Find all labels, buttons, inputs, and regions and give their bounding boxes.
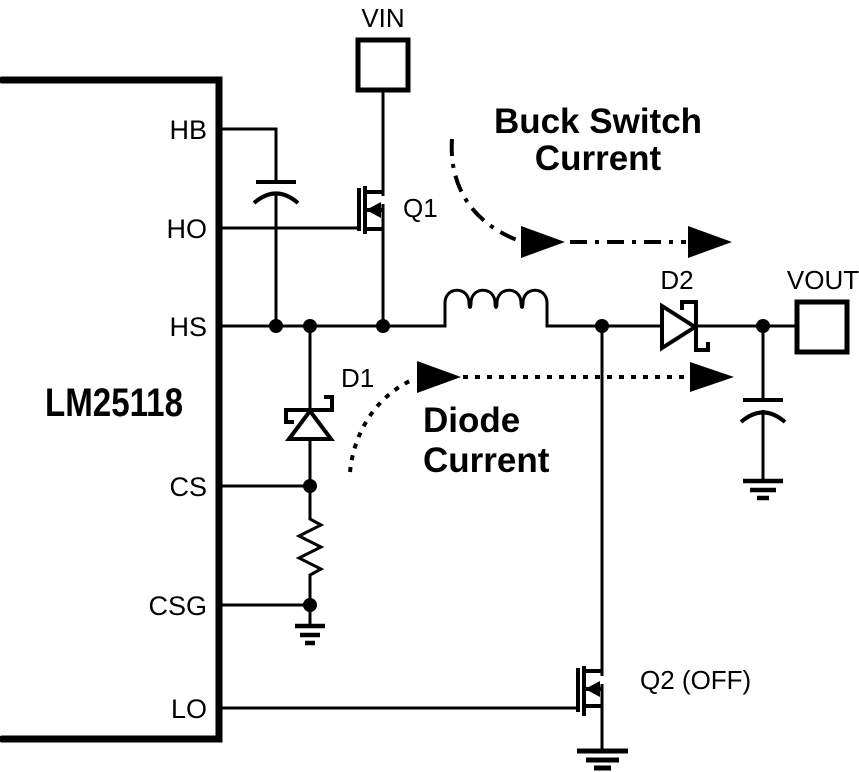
- junction-dot: [756, 319, 770, 333]
- diode-current-caption-line1: Diode: [423, 401, 520, 440]
- buck-current-arrowhead-icon: [521, 226, 565, 258]
- diode-current-curve: [348, 377, 415, 473]
- pin-label-cs: CS: [169, 472, 207, 502]
- junction-dot: [303, 598, 317, 612]
- bootstrap-capacitor: [252, 180, 300, 205]
- junction-dot: [376, 319, 390, 333]
- vout-label: VOUT: [787, 265, 859, 295]
- hs-wire-with-inductor: [219, 288, 797, 328]
- junction-dot: [303, 319, 317, 333]
- d1-diode: [284, 395, 335, 441]
- q2-mosfet: [576, 666, 602, 716]
- ic-name-label: LM25118: [45, 381, 183, 425]
- vin-label: VIN: [361, 3, 404, 33]
- junction-dot: [303, 479, 317, 493]
- d2-triangle: [660, 302, 699, 352]
- q2-ground-icon: [577, 748, 628, 771]
- csg-ground-icon: [295, 623, 325, 646]
- bootstrap-cap-curved-plate: [252, 191, 300, 205]
- d2-diode: [660, 300, 710, 352]
- diode-current-arrowhead-icon: [690, 362, 734, 392]
- buck-current-caption-line2: Current: [535, 139, 662, 178]
- buck-current-arrowhead-icon: [688, 226, 732, 258]
- junction-dot: [269, 319, 283, 333]
- wires: [219, 90, 797, 751]
- diode-current-arrow: [348, 361, 734, 473]
- hb-wire: [219, 127, 278, 182]
- pin-label-hs: HS: [169, 312, 207, 342]
- pin-label-lo: LO: [171, 694, 207, 724]
- q1-body-arrow-icon: [366, 202, 381, 218]
- buck-current-caption-line1: Buck Switch: [494, 102, 702, 141]
- ic-outline: [0, 76, 223, 743]
- buck-current-curve: [449, 138, 518, 242]
- junction-dots: [269, 319, 770, 612]
- pin-label-hb: HB: [169, 115, 207, 145]
- vin-terminal: [355, 37, 411, 93]
- output-cap-ground-icon: [743, 478, 783, 501]
- sense-resistor: [295, 486, 325, 605]
- vout-terminal: [794, 299, 850, 355]
- output-cap-curved-plate: [739, 410, 787, 424]
- d2-cathode-bar: [680, 300, 710, 352]
- output-capacitor: [739, 398, 787, 424]
- ic-block: [0, 76, 223, 743]
- d2-label: D2: [660, 265, 693, 295]
- q1-mosfet: [357, 186, 383, 234]
- q2-label: Q2 (OFF): [640, 665, 751, 695]
- d1-cathode-bar: [284, 395, 334, 424]
- d1-triangle: [285, 407, 335, 441]
- d1-label: D1: [341, 363, 374, 393]
- pin-label-ho: HO: [167, 214, 208, 244]
- diode-current-caption-line2: Current: [423, 441, 550, 480]
- q1-label: Q1: [403, 193, 438, 223]
- q2-body-arrow-icon: [585, 681, 600, 697]
- junction-dot: [595, 319, 609, 333]
- pin-label-csg: CSG: [148, 591, 207, 621]
- buck-current-arrow: [449, 138, 732, 258]
- diode-current-arrowhead-icon: [417, 361, 461, 393]
